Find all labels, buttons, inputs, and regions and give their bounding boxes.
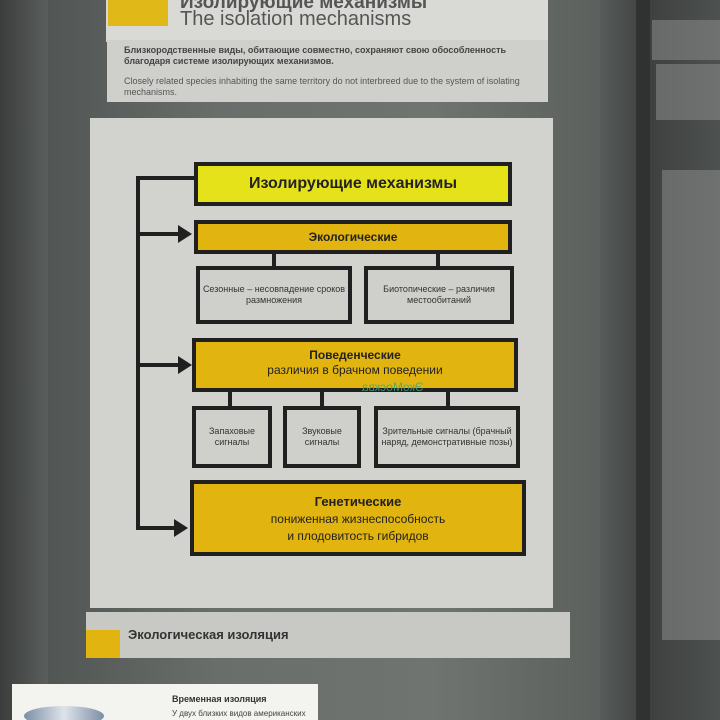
connector-line (436, 252, 440, 268)
visual-signals-label: Зрительные сигналы (брачный наряд, демон… (381, 426, 513, 447)
display-case-frame-left (0, 0, 48, 720)
sound-signals-label: Звуковые сигналы (302, 426, 342, 447)
bottom-label-plate (86, 612, 570, 658)
butterfly-image (24, 706, 104, 720)
behavioral-box: Поведенческие различия в брачном поведен… (192, 338, 518, 392)
bottom-label: Экологическая изоляция (128, 627, 289, 642)
connector-line (320, 388, 324, 408)
genetic-title: Генетические (314, 494, 402, 509)
genetic-box: Генетические пониженная жизнеспособность… (190, 480, 526, 556)
intro-plate (107, 40, 548, 102)
header-title-en: The isolation mechanisms (180, 8, 412, 30)
arrow-icon (178, 356, 192, 374)
connector-line (136, 232, 180, 236)
side-panel (652, 20, 720, 60)
side-panel (662, 170, 720, 640)
genetic-subtitle-line2: и плодовитость гибридов (287, 529, 429, 543)
card-title: Временная изоляция (172, 694, 267, 704)
genetic-subtitle-line1: пониженная жизнеспособность (270, 512, 446, 526)
connector-line (272, 252, 276, 268)
bottom-label-accent (86, 630, 120, 658)
side-panel (656, 64, 720, 120)
intro-text-en: Closely related species inhabiting the s… (124, 76, 520, 97)
biotopic-box: Биотопические – различия местообитаний (364, 266, 514, 324)
seasonal-box: Сезонные – несовпадение сроков размножен… (196, 266, 352, 324)
smell-signals-box: Запаховые сигналы (192, 406, 272, 468)
connector-line (228, 388, 232, 408)
smell-signals-label: Запаховые сигналы (209, 426, 255, 447)
card-text: У двух близких видов американских (172, 709, 306, 718)
intro-text-ru: Близкородственные виды, обитающие совмес… (124, 45, 507, 66)
header-plate (106, 0, 548, 42)
connector-line (136, 526, 176, 530)
behavioral-subtitle: различия в брачном поведении (267, 363, 443, 377)
display-case-pillar (636, 0, 650, 720)
watermark-reflection: ЭкоМосква (362, 380, 424, 394)
visual-signals-box: Зрительные сигналы (брачный наряд, демон… (374, 406, 520, 468)
seasonal-label: Сезонные – несовпадение сроков размножен… (202, 284, 346, 305)
connector-line (446, 388, 450, 408)
arrow-icon (174, 519, 188, 537)
behavioral-title: Поведенческие (309, 348, 401, 362)
ecological-box: Экологические (194, 220, 512, 254)
sound-signals-box: Звуковые сигналы (283, 406, 361, 468)
header-title-ru: Изолирующие механизмы (180, 0, 428, 13)
trunk-line (136, 176, 140, 528)
root-box: Изолирующие механизмы (194, 162, 512, 206)
connector-line (136, 176, 196, 180)
connector-line (136, 363, 180, 367)
biotopic-label: Биотопические – различия местообитаний (383, 284, 495, 305)
header-accent (108, 0, 168, 26)
arrow-icon (178, 225, 192, 243)
